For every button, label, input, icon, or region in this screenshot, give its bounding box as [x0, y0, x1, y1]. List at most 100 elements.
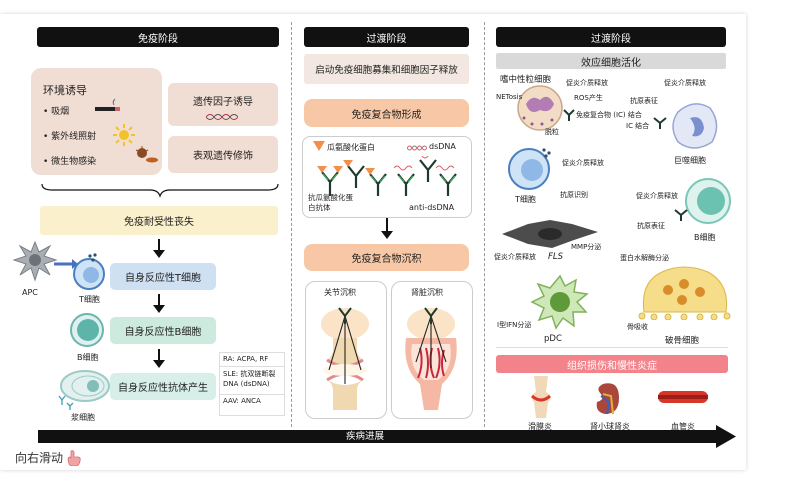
arrow-down-2 [153, 294, 165, 313]
effector-activation-box: 效应细胞活化 [496, 53, 726, 69]
auto-tcell-box: 自身反应性T细胞 [110, 263, 216, 290]
dsdna-label: dsDNA [429, 142, 456, 151]
bone-resorption-label: 骨吸收 [627, 323, 648, 331]
effector-bcell-antigen-pres: 抗原表征 [637, 222, 665, 230]
separator-2 [484, 22, 485, 427]
plasma-cell-icon [58, 370, 110, 410]
neutrophil-pro-release: 促炎介质释放 [566, 79, 608, 87]
anti-dsdna-label: anti-dsDNA [409, 203, 455, 212]
fls-label: FLS [548, 252, 564, 262]
arrow-down-transition [381, 218, 393, 239]
vasculitis-label: 血管炎 [671, 422, 695, 431]
auto-antibody-box: 自身反应性抗体产生 [110, 373, 216, 400]
antibody-ra: RA: ACPA, RF [220, 353, 284, 367]
apc-icon [12, 240, 58, 282]
antibody-aav: AAV: ANCA [223, 397, 261, 405]
protease-label: 蛋白水解酶分泌 [620, 254, 669, 262]
ros-label: ROS产生 [574, 94, 603, 102]
bcell-label: B细胞 [77, 353, 99, 362]
macrophage-ic-binding: IC 结合 [626, 122, 650, 130]
vessel-icon [658, 391, 708, 403]
fls-pro-release: 促炎介质释放 [494, 253, 536, 261]
ic-binding-label: 免疫复合物 (IC) 结合 [576, 111, 642, 119]
apc-tcell-link [54, 259, 78, 269]
osteoclast-label: 破骨细胞 [665, 336, 700, 346]
antibody-types: RA: ACPA, RF SLE: 抗双链断裂DNA (dsDNA) AAV: … [219, 352, 285, 416]
macrophage-antibody-icon [653, 117, 667, 129]
progress-arrowhead [716, 425, 736, 448]
effector-bcell-icon [685, 178, 731, 224]
microbe-icon [135, 146, 158, 163]
environment-title: 环境诱导 [43, 84, 87, 97]
arrow-down-3 [153, 349, 165, 368]
antibody-sle: SLE: 抗双链断裂DNA (dsDNA) [220, 367, 284, 395]
macrophage-antigen-presentation: 抗原表征 [630, 97, 658, 105]
env-item-uv: • 紫外线照射 [43, 132, 97, 142]
tcell-icon [73, 253, 105, 290]
brace [41, 183, 279, 198]
sun-icon [113, 124, 135, 146]
complex-formation-box: 免疫复合物形成 [304, 99, 469, 127]
neutrophil-icon [517, 85, 563, 131]
epigenetic-box: 表观遗传修饰 [168, 136, 278, 173]
tcell-label: T细胞 [79, 295, 100, 304]
osteoclast-icon [638, 266, 731, 320]
pdc-icon [530, 274, 589, 330]
kidney-illustration [405, 307, 457, 410]
mmp-label: MMP分泌 [571, 243, 602, 251]
anti-ccp-text: 抗瓜氨酸化蛋白抗体 [308, 193, 353, 212]
joint-illustration [321, 307, 369, 410]
phase-header-effector: 过渡阶段 [496, 27, 726, 47]
apc-label: APC [22, 288, 38, 297]
separator-1 [291, 22, 292, 427]
dsdna-icon [407, 145, 427, 151]
neutrophil-label: 嗜中性粒细胞 [500, 75, 552, 85]
effector-tcell-antigen-recog: 抗原识别 [560, 191, 588, 199]
effector-bcell-label: B细胞 [694, 233, 716, 242]
env-item-microbe: • 微生物感染 [43, 157, 97, 167]
recruit-box: 启动免疫细胞募集和细胞因子释放 [304, 54, 469, 84]
effector-divider [496, 347, 728, 348]
netosis-label: NETosis [496, 93, 523, 101]
plasma-cell-label: 浆细胞 [71, 413, 95, 422]
tissue-damage-box: 组织损伤和慢性炎症 [496, 355, 728, 373]
swipe-hint-label: 向右滑动 [15, 451, 64, 465]
bcell-icon [70, 313, 104, 347]
genetic-label: 遗传因子诱导 [193, 97, 253, 108]
auto-bcell-box: 自身反应性B细胞 [110, 317, 216, 344]
anti-ccp-label: 抗瓜氨酸化蛋白抗体 [308, 193, 360, 213]
kidney-organ-icon [596, 383, 619, 415]
progress-bar [38, 430, 720, 443]
progress-label: 疾病进展 [346, 431, 385, 442]
complex-deposition-box: 免疫复合物沉积 [304, 244, 469, 271]
degranulation-label: 脱粒 [545, 128, 559, 136]
immune-complexes-icon [317, 156, 457, 196]
swipe-hint[interactable]: 向右滑动 [15, 449, 81, 466]
macrophage-pro-release: 促炎介质释放 [664, 79, 706, 87]
macrophage-label: 巨噬细胞 [674, 156, 706, 165]
citrullinated-protein-label: 瓜氨酸化蛋白 [327, 143, 375, 152]
env-item-microbe-label: 微生物感染 [51, 157, 97, 167]
tolerance-loss-box: 免疫耐受性丧失 [40, 206, 278, 235]
ic-binding-antibody-icon [563, 109, 575, 121]
glomerulonephritis-label: 肾小球肾炎 [590, 422, 630, 431]
phase-header-immune: 免疫阶段 [37, 27, 279, 47]
arrow-down-1 [153, 239, 165, 258]
env-item-uv-label: 紫外线照射 [51, 132, 97, 142]
synovitis-icon [531, 376, 551, 418]
dna-icon [206, 114, 238, 120]
genetic-box: 遗传因子诱导 [168, 83, 278, 126]
effector-bcell-antibody-icon [674, 209, 688, 221]
effector-tcell-icon [508, 148, 551, 190]
effector-tcell-pro-release: 促炎介质释放 [562, 159, 604, 167]
synovitis-label: 滑膜炎 [528, 422, 552, 431]
effector-tcell-label: T细胞 [515, 195, 536, 204]
kidney-label: 肾脏沉积 [411, 288, 443, 297]
pointing-hand-icon [67, 449, 81, 466]
phase-header-transition: 过渡阶段 [304, 27, 469, 47]
macrophage-icon [672, 103, 718, 149]
fls-icon [502, 220, 598, 248]
env-item-smoking: • 吸烟 [43, 107, 70, 117]
env-item-smoking-label: 吸烟 [51, 107, 70, 117]
